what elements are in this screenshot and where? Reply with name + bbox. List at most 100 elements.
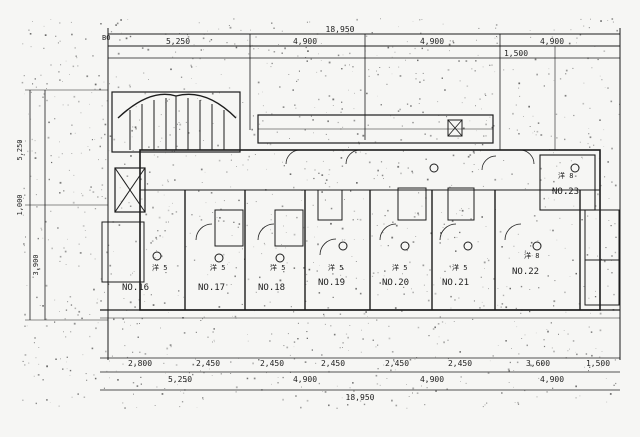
noise-speck: [450, 267, 452, 269]
noise-speck: [242, 102, 244, 103]
noise-speck: [371, 275, 374, 277]
noise-speck: [23, 244, 25, 247]
noise-speck: [77, 206, 79, 209]
noise-speck: [582, 102, 585, 105]
noise-speck: [296, 216, 298, 219]
noise-speck: [376, 55, 378, 56]
noise-speck: [320, 70, 322, 72]
noise-speck: [312, 204, 314, 206]
noise-speck: [193, 44, 195, 46]
noise-speck: [46, 99, 48, 102]
noise-speck: [109, 360, 110, 362]
noise-speck: [100, 278, 102, 280]
noise-speck: [367, 316, 368, 317]
noise-speck: [394, 307, 397, 309]
noise-speck: [452, 40, 454, 43]
noise-speck: [307, 50, 309, 52]
noise-speck: [282, 398, 284, 401]
noise-speck: [216, 217, 218, 218]
noise-speck: [247, 334, 248, 335]
noise-speck: [136, 407, 138, 408]
noise-speck: [185, 121, 187, 123]
noise-speck: [468, 208, 470, 210]
noise-speck: [512, 272, 514, 274]
noise-speck: [129, 35, 132, 38]
noise-speck: [51, 247, 53, 250]
noise-speck: [548, 197, 550, 199]
noise-speck: [442, 227, 444, 228]
noise-speck: [108, 150, 110, 152]
room-type: 洋 5: [210, 263, 225, 272]
noise-speck: [200, 99, 202, 101]
noise-speck: [146, 183, 149, 185]
noise-speck: [395, 404, 398, 407]
noise-speck: [368, 75, 370, 77]
noise-speck: [505, 306, 508, 309]
noise-speck: [485, 123, 487, 126]
noise-speck: [166, 354, 168, 355]
noise-speck: [377, 73, 379, 76]
noise-speck: [355, 261, 357, 262]
noise-speck: [167, 181, 169, 183]
noise-speck: [34, 140, 36, 142]
noise-speck: [363, 312, 366, 315]
noise-speck: [222, 220, 225, 222]
noise-speck: [496, 36, 498, 37]
noise-speck: [177, 384, 178, 386]
noise-speck: [205, 202, 207, 204]
noise-speck: [313, 132, 314, 134]
noise-speck: [589, 366, 591, 368]
noise-speck: [212, 212, 214, 213]
noise-speck: [132, 126, 134, 128]
noise-speck: [515, 307, 517, 309]
noise-speck: [446, 388, 448, 390]
noise-speck: [349, 325, 351, 326]
noise-speck: [134, 306, 136, 308]
noise-speck: [144, 301, 146, 302]
noise-speck: [176, 145, 178, 147]
noise-speck: [297, 322, 299, 324]
noise-speck: [236, 166, 237, 167]
noise-speck: [140, 383, 142, 385]
noise-speck: [321, 191, 323, 193]
noise-speck: [345, 27, 347, 29]
noise-speck: [165, 372, 166, 374]
noise-speck: [251, 44, 253, 46]
noise-speck: [145, 213, 148, 216]
noise-speck: [98, 75, 100, 77]
bottom-group-dim: 4,900: [420, 375, 444, 384]
noise-speck: [503, 69, 505, 71]
noise-speck: [271, 22, 273, 24]
noise-speck: [497, 288, 499, 289]
noise-speck: [122, 318, 124, 320]
noise-speck: [365, 35, 368, 37]
noise-speck: [169, 134, 171, 136]
noise-speck: [609, 393, 612, 395]
noise-speck: [28, 113, 29, 115]
noise-speck: [348, 395, 350, 397]
noise-speck: [399, 108, 401, 111]
noise-speck: [395, 224, 398, 227]
noise-speck: [423, 79, 425, 81]
noise-speck: [552, 229, 554, 232]
noise-speck: [412, 121, 414, 124]
noise-speck: [47, 136, 50, 139]
noise-speck: [296, 80, 298, 82]
noise-speck: [34, 152, 37, 154]
noise-speck: [235, 391, 237, 393]
noise-speck: [89, 335, 91, 338]
room-labels: 洋 5 NO.16 洋 5 NO.17 洋 5 NO.18 洋 5 NO.19 …: [122, 171, 579, 293]
noise-speck: [422, 264, 425, 267]
noise-speck: [573, 205, 575, 207]
noise-speck: [424, 133, 426, 135]
noise-speck: [565, 192, 567, 194]
noise-speck: [24, 194, 26, 196]
noise-speck: [533, 215, 536, 217]
noise-speck: [90, 186, 92, 188]
noise-speck: [58, 405, 60, 407]
noise-speck: [145, 248, 148, 251]
noise-speck: [485, 95, 487, 96]
noise-speck: [573, 114, 575, 117]
noise-speck: [34, 157, 37, 159]
noise-speck: [444, 89, 446, 91]
